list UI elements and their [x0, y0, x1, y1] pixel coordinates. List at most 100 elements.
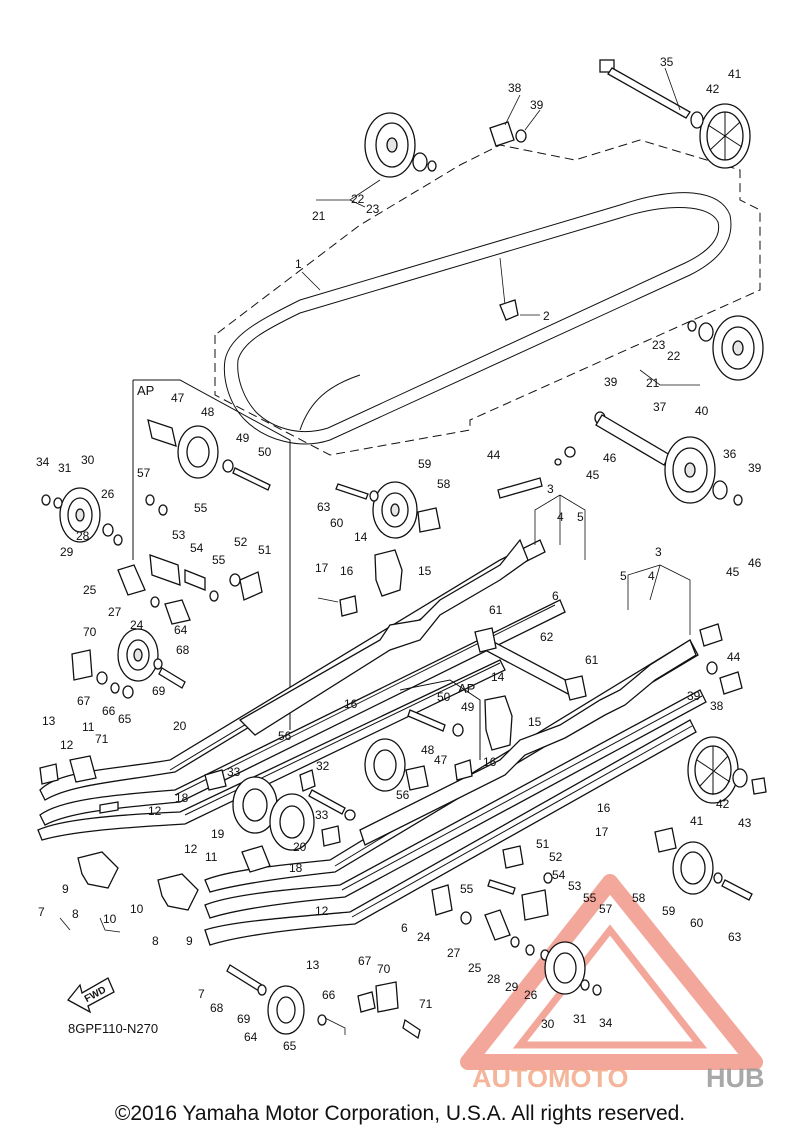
copyright-footer: ©2016 Yamaha Motor Corporation, U.S.A. A… — [114, 1102, 686, 1125]
callout-16: 16 — [340, 564, 354, 578]
callout-65: 65 — [283, 1039, 297, 1053]
idler-wheel-right-mid — [687, 315, 764, 381]
callout-22: 22 — [667, 349, 681, 363]
callout-64: 64 — [244, 1030, 258, 1044]
callout-68: 68 — [176, 643, 190, 657]
callout-33: 33 — [227, 765, 241, 779]
callout-1: 1 — [295, 257, 302, 271]
wheel-64 — [117, 628, 186, 689]
callout-44: 44 — [727, 650, 741, 664]
callout-43: 43 — [738, 816, 752, 830]
block-70 — [71, 649, 134, 699]
callout-69: 69 — [152, 684, 166, 698]
callout-21: 21 — [312, 209, 326, 223]
callout-34: 34 — [36, 455, 50, 469]
callout-28: 28 — [487, 972, 501, 986]
callout-37: 37 — [653, 400, 667, 414]
callout-41: 41 — [728, 67, 742, 81]
callout-67: 67 — [358, 954, 372, 968]
watermark-brand: AUTOMOTO HUB — [472, 1063, 765, 1093]
lower-left-parts — [39, 755, 271, 911]
callout-30: 30 — [541, 1017, 555, 1031]
callout-63: 63 — [728, 930, 742, 944]
callout-55: 55 — [194, 501, 208, 515]
callout-25: 25 — [468, 961, 482, 975]
callout-labels: 1 2 3 3 4 4 5 5 6 6 7 7 8 8 9 9 10 10 11… — [36, 55, 762, 1053]
leader-lines — [59, 67, 700, 1035]
callout-67: 67 — [77, 694, 91, 708]
callout-24: 24 — [130, 618, 144, 632]
callout-30: 30 — [81, 453, 95, 467]
rail-bracket-upper — [238, 538, 529, 736]
callout-5: 5 — [577, 510, 584, 524]
callout-7: 7 — [198, 987, 205, 1001]
callout-49: 49 — [236, 431, 250, 445]
lower-middle-parts — [226, 845, 602, 1040]
axle-62 — [474, 627, 587, 701]
callout-56: 56 — [396, 788, 410, 802]
callout-6: 6 — [401, 921, 408, 935]
callout-71: 71 — [95, 732, 109, 746]
ap-label-lower: AP — [458, 681, 475, 696]
callout-3: 3 — [547, 482, 554, 496]
callout-69: 69 — [237, 1012, 251, 1026]
callout-35: 35 — [660, 55, 674, 69]
callout-6: 6 — [552, 589, 559, 603]
callout-53: 53 — [172, 528, 186, 542]
track-assembly — [214, 139, 761, 456]
watermark-text-hub: HUB — [706, 1063, 765, 1093]
callout-66: 66 — [102, 704, 116, 718]
callout-20: 20 — [173, 719, 187, 733]
callout-55: 55 — [460, 882, 474, 896]
slider-25 — [117, 564, 146, 596]
callout-57: 57 — [599, 902, 613, 916]
callout-47: 47 — [171, 391, 185, 405]
callout-8: 8 — [72, 907, 79, 921]
callout-4: 4 — [557, 510, 564, 524]
callout-39: 39 — [748, 461, 762, 475]
callout-29: 29 — [505, 980, 519, 994]
callout-27: 27 — [447, 946, 461, 960]
callout-36: 36 — [723, 447, 737, 461]
callout-7: 7 — [38, 905, 45, 919]
callout-51: 51 — [536, 837, 550, 851]
figure-code: 8GPF110-N270 — [68, 1021, 158, 1036]
callout-42: 42 — [716, 797, 730, 811]
callout-11: 11 — [82, 720, 95, 734]
callout-39: 39 — [687, 689, 701, 703]
callout-12: 12 — [315, 904, 329, 918]
callout-46: 46 — [748, 556, 762, 570]
callout-13: 13 — [42, 714, 56, 728]
rear-wheel-lower-right — [687, 623, 767, 804]
callout-26: 26 — [524, 988, 538, 1002]
idler-wheel-upper-right — [599, 59, 751, 169]
middle-idler-59 — [335, 481, 441, 539]
callout-49: 49 — [461, 700, 475, 714]
callout-31: 31 — [58, 461, 72, 475]
callout-18: 18 — [175, 791, 189, 805]
ap-parts-lower — [364, 695, 513, 792]
block-16-17 — [317, 595, 358, 617]
callout-29: 29 — [60, 545, 74, 559]
callout-62: 62 — [540, 630, 554, 644]
stopper-14-15 — [374, 549, 403, 597]
idler-wheel-upper-left — [364, 112, 437, 178]
callout-39: 39 — [604, 375, 618, 389]
callout-11: 11 — [205, 850, 218, 864]
rail-bracket-lower — [359, 639, 697, 846]
callout-52: 52 — [549, 850, 563, 864]
callout-65: 65 — [118, 712, 132, 726]
callout-61: 61 — [585, 653, 599, 667]
callout-70: 70 — [377, 962, 391, 976]
callout-2: 2 — [543, 309, 550, 323]
callout-38: 38 — [710, 699, 724, 713]
callout-56: 56 — [278, 729, 292, 743]
slide-rail-right — [204, 639, 707, 946]
callout-41: 41 — [690, 814, 704, 828]
callout-15: 15 — [418, 564, 432, 578]
callout-23: 23 — [652, 338, 666, 352]
callout-17: 17 — [315, 561, 329, 575]
callout-55: 55 — [583, 891, 597, 905]
callout-60: 60 — [690, 916, 704, 930]
callout-57: 57 — [137, 466, 151, 480]
